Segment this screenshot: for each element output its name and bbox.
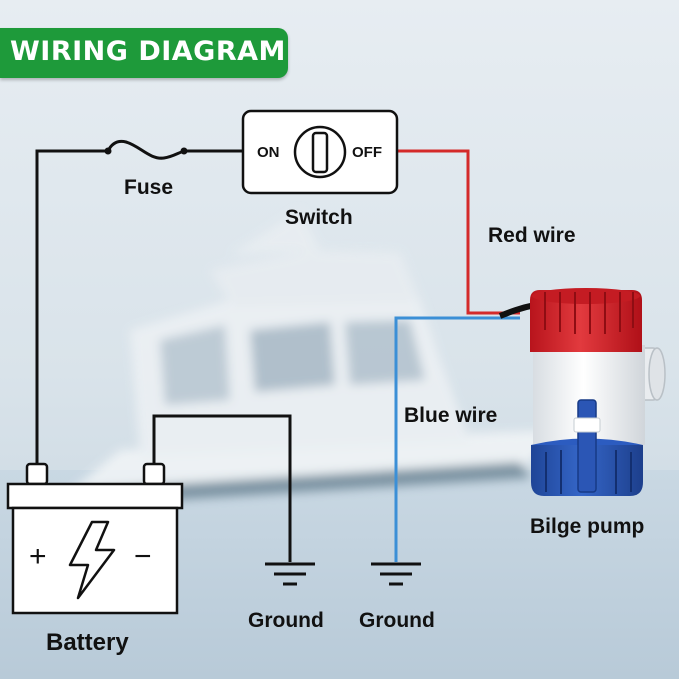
battery-label: Battery (46, 629, 129, 656)
switch-off-label: OFF (352, 144, 382, 161)
lightning-bolt-icon (68, 520, 116, 600)
ground-icon (265, 562, 315, 586)
battery-terminal-plus (25, 462, 49, 486)
blue-wire-label: Blue wire (404, 404, 498, 427)
red-wire (398, 149, 520, 315)
blue-wire (394, 316, 520, 562)
fuse-label: Fuse (124, 176, 174, 199)
battery-plus-sign: + (29, 540, 47, 573)
switch-on-label: ON (257, 144, 280, 161)
ground-label-right: Ground (359, 609, 435, 632)
fuse-icon (106, 139, 185, 160)
switch (241, 109, 399, 195)
red-wire-label: Red wire (488, 224, 576, 247)
switch-label: Switch (285, 206, 353, 229)
battery-terminal-minus (142, 462, 166, 486)
ground-label-left: Ground (248, 609, 324, 632)
battery (6, 462, 184, 615)
battery-minus-sign: − (134, 540, 152, 573)
black-wire-to-fuse (35, 149, 108, 470)
bilge-pump-label: Bilge pump (530, 515, 645, 538)
bilge-pump-image (530, 288, 666, 496)
ground-icon (371, 562, 421, 586)
diagram-title: WIRING DIAGRAM (10, 36, 286, 67)
black-wire-to-ground (152, 414, 292, 562)
title-banner: WIRING DIAGRAM (0, 28, 288, 78)
battery-lid (6, 482, 184, 510)
switch-lever (311, 131, 329, 174)
fuse-terminal-left (104, 147, 112, 155)
battery-body (11, 506, 179, 615)
